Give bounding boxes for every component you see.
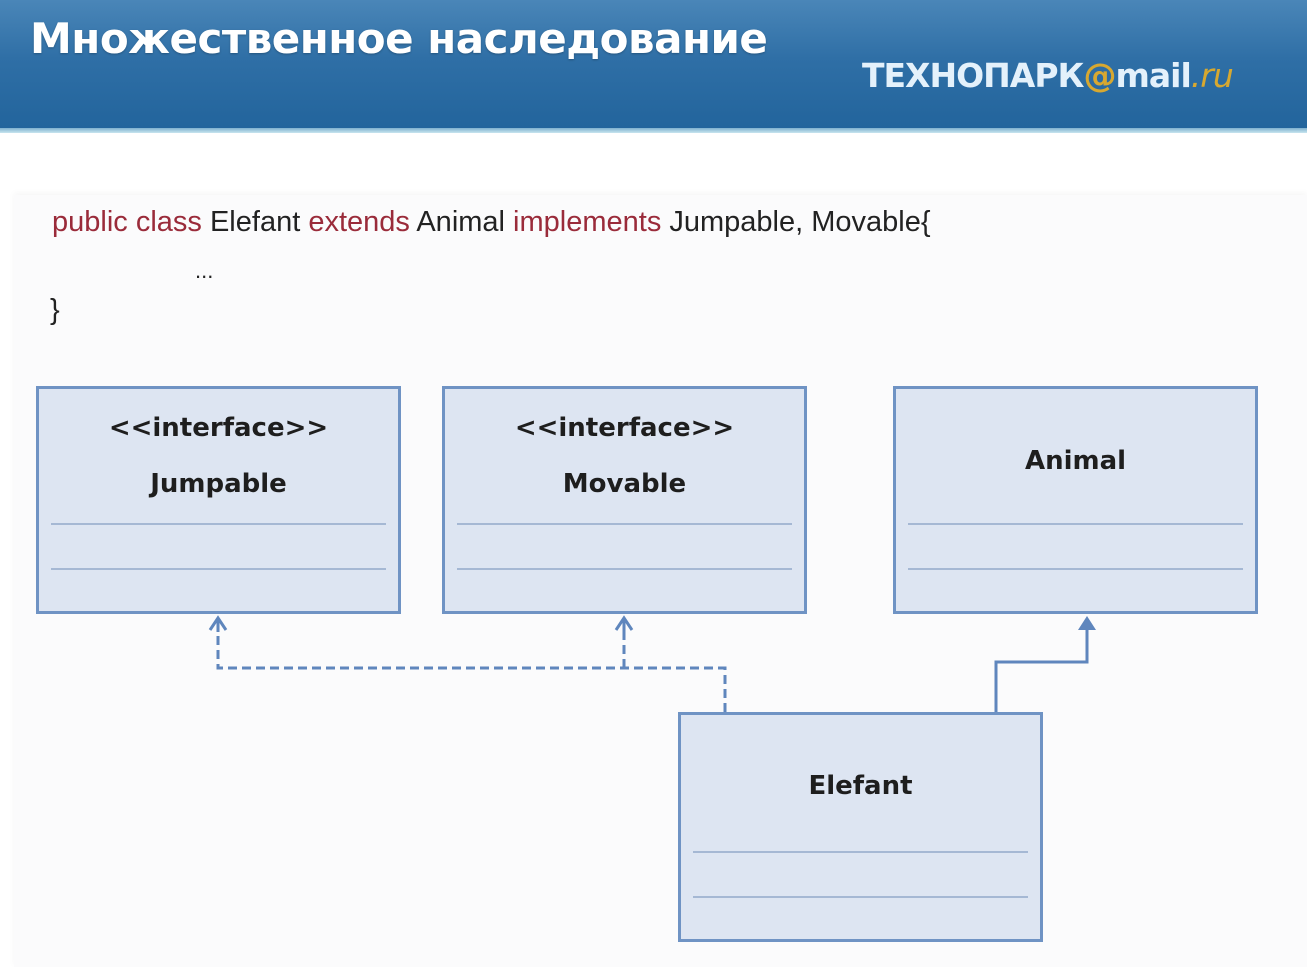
- code-line-class-declaration: public class Elefant extends Animal impl…: [52, 206, 931, 239]
- uml-class-elefant: Elefant: [678, 712, 1043, 942]
- class-attributes-divider: [51, 523, 386, 525]
- realization-arrowheads: [208, 615, 634, 632]
- logo-ru: .ru: [1190, 56, 1234, 95]
- class-methods-divider: [908, 568, 1243, 570]
- realization-jumpable-connector: [216, 628, 727, 712]
- uml-class-movable: <<interface>> Movable: [442, 386, 807, 614]
- class-attributes-divider: [908, 523, 1243, 525]
- logo-brand: ТЕХНОПАРК: [862, 56, 1084, 95]
- header-divider: [0, 128, 1307, 133]
- class-methods-divider: [51, 568, 386, 570]
- class-name: Movable: [562, 469, 687, 499]
- class-attributes-divider: [693, 851, 1028, 853]
- code-line-ellipsis: ...: [195, 258, 214, 283]
- generalization-animal-connector: [994, 622, 1089, 712]
- uml-class-animal: Animal: [893, 386, 1258, 614]
- logo-at-icon: @: [1083, 56, 1116, 95]
- arrowhead-animal-icon: [1078, 616, 1096, 630]
- slide-header: [0, 0, 1307, 130]
- code-identifier: Animal: [416, 206, 514, 238]
- slide-title: Множественное наследование: [30, 14, 768, 63]
- technopark-mail-logo: ТЕХНОПАРК@mail.ru: [862, 56, 1234, 95]
- code-identifier: Jumpable, Movable{: [669, 206, 931, 238]
- code-keyword: extends: [308, 206, 417, 238]
- class-name: Elefant: [808, 771, 913, 801]
- uml-class-jumpable: <<interface>> Jumpable: [36, 386, 401, 614]
- class-name: Animal: [1024, 446, 1127, 476]
- logo-mail: mail: [1115, 56, 1191, 95]
- class-attributes-divider: [457, 523, 792, 525]
- code-keyword: implements: [513, 206, 670, 238]
- class-stereotype: <<interface>>: [108, 413, 329, 443]
- code-keyword: public class: [52, 206, 210, 238]
- code-line-closing-brace: }: [50, 294, 60, 326]
- code-identifier: Elefant: [209, 206, 309, 238]
- class-stereotype: <<interface>>: [514, 413, 735, 443]
- class-methods-divider: [457, 568, 792, 570]
- class-methods-divider: [693, 896, 1028, 898]
- class-name: Jumpable: [150, 469, 287, 499]
